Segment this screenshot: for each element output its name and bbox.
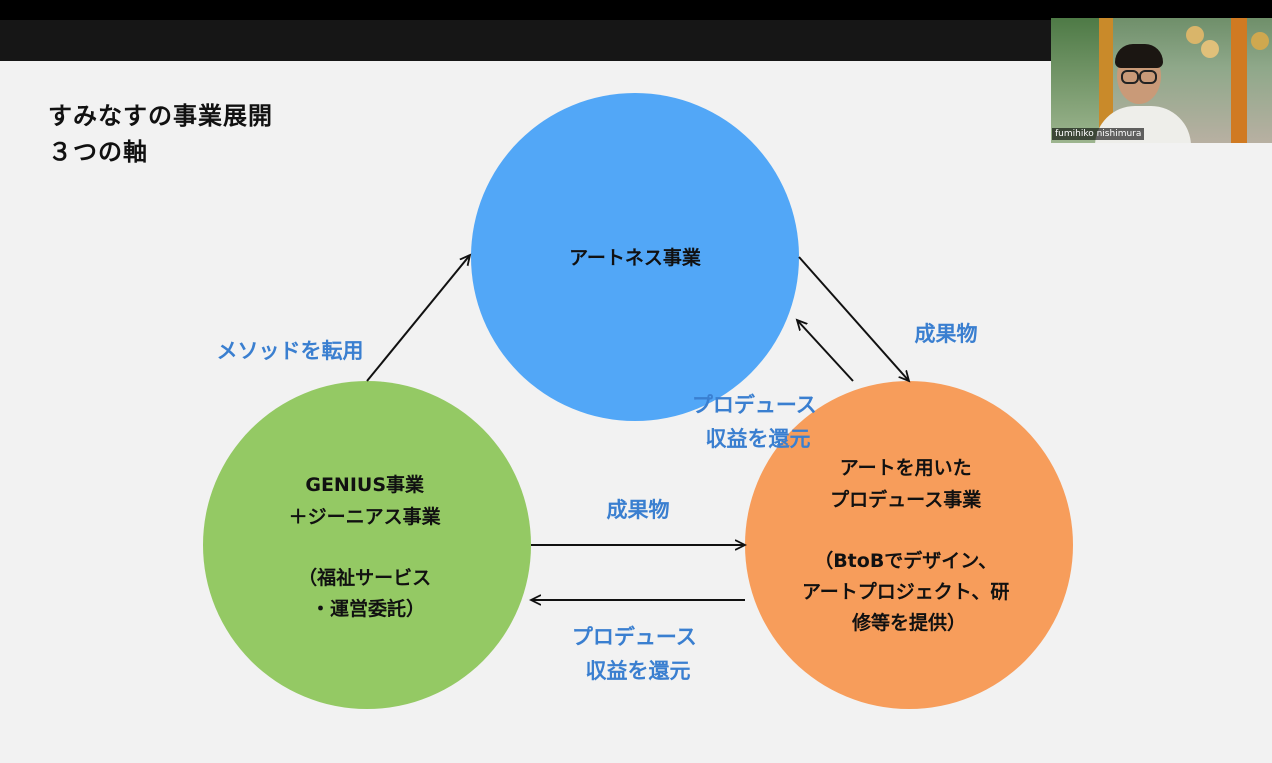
edge-label-line: 収益を還元 — [706, 427, 811, 451]
edge-label-line: プロデュース — [572, 625, 697, 649]
video-background — [1251, 32, 1269, 50]
produce-label-line: 修等を提供） — [851, 611, 966, 634]
edge-label-revenue-top: プロデュース 収益を還元 — [692, 393, 824, 451]
participant-figure — [1115, 44, 1163, 68]
edge-label-deliverable-top: 成果物 — [915, 322, 978, 346]
edge-label-deliverable-bottom: 成果物 — [607, 498, 670, 522]
artness-label: アートネス事業 — [569, 246, 702, 269]
video-background — [1201, 40, 1219, 58]
edge-label-line: 収益を還元 — [586, 659, 691, 683]
genius-label-line: ＋ジーニアス事業 — [289, 505, 442, 528]
artness-circle — [471, 93, 799, 421]
edge-label-line: プロデュース — [692, 393, 817, 417]
arrow-artness-to-produce — [798, 256, 909, 381]
video-background — [1231, 18, 1247, 143]
genius-label-line: GENIUS事業 — [305, 473, 425, 496]
arrow-genius-to-artness — [366, 255, 470, 382]
video-background — [1099, 18, 1113, 143]
participant-name-tag: fumihiko nishimura — [1052, 128, 1145, 140]
slide-title-line-1: すみなすの事業展開 — [48, 102, 273, 130]
slide-title: すみなすの事業展開 ３つの軸 — [48, 98, 273, 170]
genius-label-line: （福祉サービス — [298, 566, 431, 589]
slide-title-line-2: ３つの軸 — [48, 138, 148, 166]
produce-label: アートを用いた プロデュース事業 （BtoBでデザイン、 アートプロジェクト、研… — [802, 457, 1016, 634]
produce-label-line: アートを用いた — [840, 457, 972, 479]
produce-label-line: プロデュース事業 — [830, 488, 982, 511]
produce-label-line: アートプロジェクト、研 — [802, 580, 1009, 603]
genius-label-line: ・運営委託） — [311, 597, 425, 620]
edge-label-method: メソッドを転用 — [217, 339, 364, 363]
participant-figure — [1139, 70, 1157, 84]
produce-label-line: （BtoBでデザイン、 — [814, 549, 997, 572]
participant-video-tile[interactable]: fumihiko nishimura — [1051, 18, 1272, 143]
genius-circle — [203, 381, 531, 709]
video-background — [1186, 26, 1204, 44]
genius-label: GENIUS事業 ＋ジーニアス事業 （福祉サービス ・運営委託） — [289, 473, 448, 620]
produce-circle — [745, 381, 1073, 709]
arrow-produce-to-artness — [797, 320, 854, 382]
edge-label-revenue-bottom: プロデュース 収益を還元 — [572, 625, 704, 683]
participant-figure — [1121, 70, 1139, 84]
top-black-strip — [0, 0, 1272, 20]
